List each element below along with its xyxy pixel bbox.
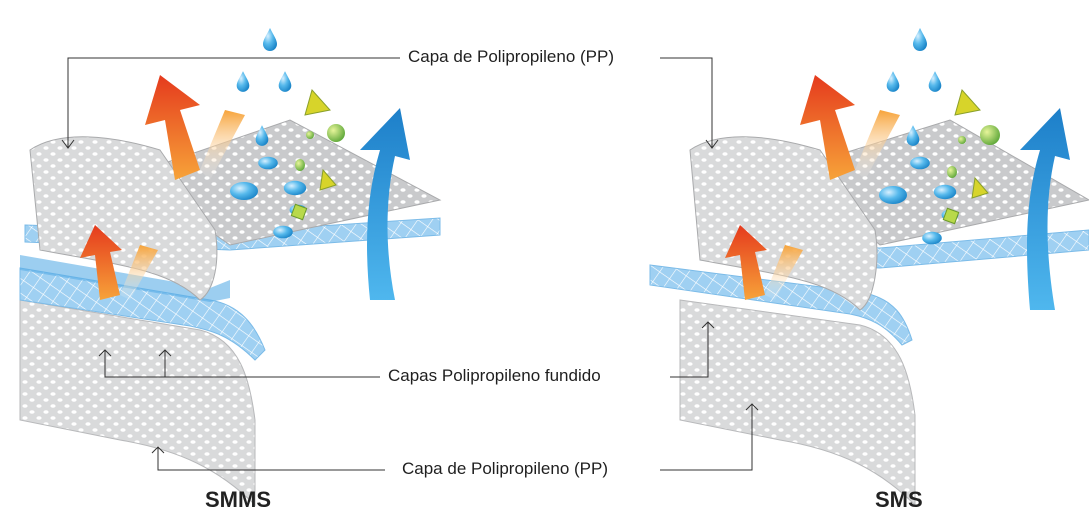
leader-lines: [61, 57, 759, 471]
top-layer-label: Capa de Polipropileno (PP): [404, 47, 619, 67]
sms-caption: SMS: [875, 487, 923, 512]
smms-illustration: [19, 28, 442, 507]
particle-icon: [290, 88, 345, 221]
vapor-arrow-icon: [1020, 108, 1070, 310]
sms-illustration: [649, 28, 1089, 507]
heat-arrow-icon: [80, 75, 245, 300]
particle-icon: [942, 88, 1000, 225]
bottom-layer-label: Capa de Polipropileno (PP): [398, 459, 613, 479]
vapor-arrow-icon: [360, 108, 410, 300]
smms-caption: SMMS: [205, 487, 271, 512]
meltblown-layers-label: Capas Polipropileno fundido: [384, 366, 605, 386]
heat-arrow-icon: [725, 75, 900, 300]
